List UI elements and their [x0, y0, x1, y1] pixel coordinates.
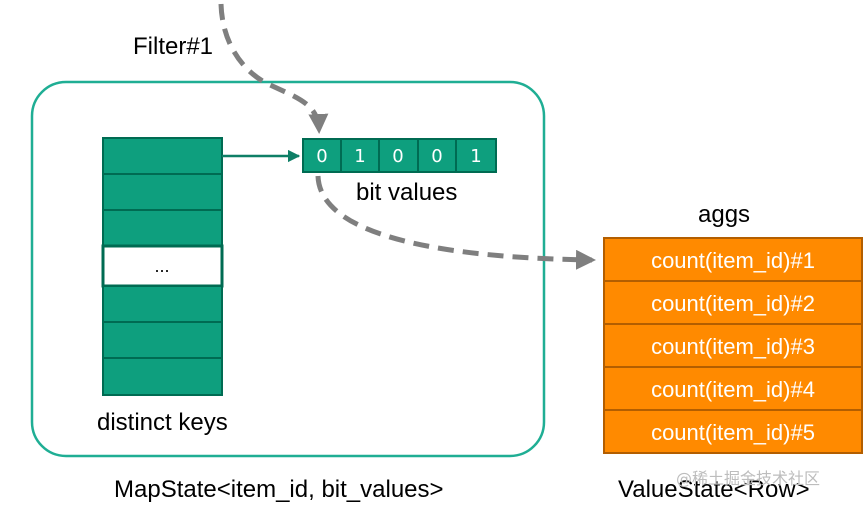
watermark-text: @稀土掘金技术社区	[676, 469, 820, 488]
agg-text: count(item_id)#4	[651, 377, 815, 402]
key-cell	[102, 209, 223, 247]
ellipsis-text: ...	[154, 256, 169, 276]
bit-value: 0	[316, 146, 327, 167]
agg-cell	[603, 237, 863, 282]
agg-cell	[603, 409, 863, 454]
value-state-caption: ValueState<Row>	[618, 476, 810, 503]
map-state-container	[30, 80, 546, 458]
distinct-keys-label: distinct keys	[97, 409, 228, 436]
bit-value: 1	[470, 146, 481, 167]
agg-text: count(item_id)#5	[651, 420, 815, 445]
bit-value: 0	[392, 146, 403, 167]
key-cell	[102, 173, 223, 211]
key-cell	[102, 321, 223, 359]
bit-cell	[455, 138, 497, 173]
agg-text: count(item_id)#3	[651, 334, 815, 359]
key-cell	[102, 357, 223, 396]
bit-cell	[340, 138, 380, 173]
bit-to-aggs-dashed-arrow	[315, 175, 596, 270]
aggs-stack: count(item_id)#1 count(item_id)#2 count(…	[603, 237, 863, 454]
bit-value: 1	[354, 146, 365, 167]
agg-text: count(item_id)#2	[651, 291, 815, 316]
bit-values-row: 0 1 0 0 1	[302, 138, 497, 173]
agg-text: count(item_id)#1	[651, 248, 815, 273]
aggs-label: aggs	[698, 201, 750, 228]
agg-cell	[603, 280, 863, 325]
agg-cell	[603, 323, 863, 368]
distinct-keys-stack: ...	[101, 137, 224, 396]
bit-value: 0	[431, 146, 442, 167]
bit-values-label: bit values	[356, 179, 457, 206]
filter-dashed-arrow	[218, 3, 329, 134]
key-cell	[102, 137, 223, 175]
key-cell	[102, 285, 223, 323]
filter-label: Filter#1	[133, 33, 213, 60]
map-state-caption: MapState<item_id, bit_values>	[114, 476, 444, 503]
